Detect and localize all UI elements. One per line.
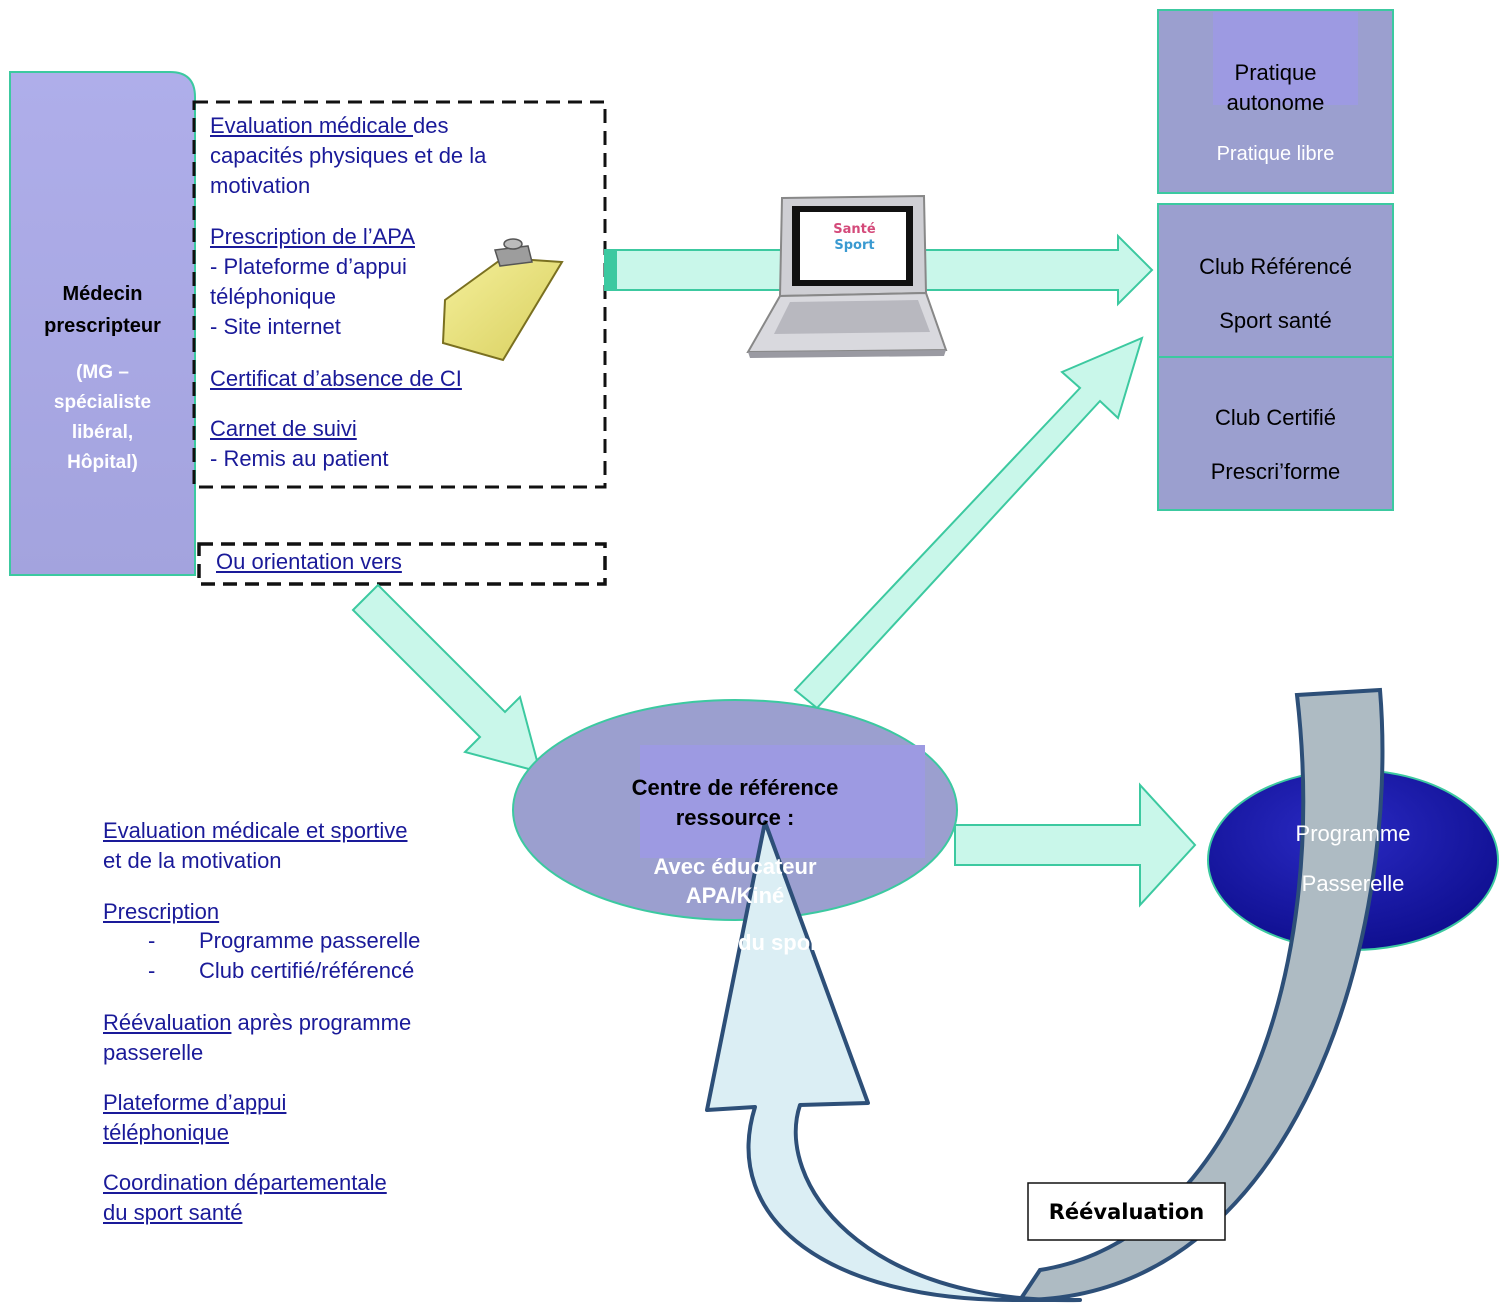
left-plateforme-line2: téléphonique (103, 1120, 230, 1145)
centre-line3: Avec éducateur (653, 854, 817, 879)
presc-eval-rest: des (413, 113, 449, 138)
arrow-centre-to-club (793, 336, 1144, 710)
reevaluation-label-box (1027, 1182, 1226, 1241)
left-reeval-underlined: Réévaluation (103, 1010, 232, 1035)
left-coord: Coordination départementale du sport san… (103, 1168, 387, 1228)
laptop-icon (746, 194, 948, 358)
doctor-sub-line3: libéral, (71, 422, 134, 443)
left-bullet1: Programme passerelle (199, 928, 421, 953)
doctor-sub-line4: Hôpital) (67, 452, 138, 473)
presc-eval-underlined: Evaluation médicale (210, 113, 414, 138)
doctor-sub-line2: spécialiste (53, 392, 152, 413)
presc-carnet-title: Carnet de suivi (210, 416, 357, 441)
centre-line4: APA/Kiné (685, 883, 785, 908)
pratique-line2: autonome (1226, 90, 1325, 115)
orientation-dashed-box (197, 542, 607, 586)
club-cert-box (1157, 356, 1394, 511)
prescription-dashed-box (192, 100, 607, 489)
club-cert-text: Club Certifié Prescri’forme (1158, 403, 1393, 487)
left-eval-line2: et de la motivation (103, 848, 282, 873)
left-bullet2: Club certifié/référencé (199, 958, 415, 983)
presc-apa-item2: - Site internet (210, 314, 341, 339)
laptop-logo-line2: Sport (834, 238, 875, 253)
centre-title: Centre de référence ressource : (590, 773, 880, 833)
presc-certificate: Certificat d’absence de CI (210, 366, 462, 391)
presc-carnet: Carnet de suivi - Remis au patient (210, 414, 389, 474)
left-coord-line2: du sport santé (103, 1200, 243, 1225)
left-reeval-rest: après programme (231, 1010, 412, 1035)
pratique-highlight (1213, 12, 1358, 105)
left-reeval: Réévaluation après programme passerelle (103, 1008, 411, 1068)
pratique-line1: Pratique (1234, 60, 1317, 85)
centre-line5: Médecin du sport (643, 930, 827, 955)
bullet-marker-1: - (148, 928, 156, 953)
centre-line1: Centre de référence (631, 775, 839, 800)
doctor-title: Médecin prescripteur (10, 278, 195, 342)
doctor-subtitle: (MG – spécialiste libéral, Hôpital) (10, 358, 195, 478)
presc-apa: Prescription de l’APA - Plateforme d’app… (210, 222, 470, 342)
left-eval: Evaluation médicale et sportive et de la… (103, 816, 408, 876)
doctor-title-line1: Médecin (62, 283, 143, 305)
presc-carnet-item: - Remis au patient (210, 446, 389, 471)
left-eval-line1: Evaluation médicale et sportive (103, 818, 408, 843)
club-cert-line1: Club Certifié (1214, 405, 1337, 430)
pratique-sub: Pratique libre (1216, 143, 1335, 165)
presc-eval-line2: capacités physiques et de la (210, 143, 487, 168)
presc-eval: Evaluation médicale des capacités physiq… (210, 111, 590, 201)
left-reeval-line2: passerelle (103, 1040, 204, 1065)
presc-apa-title: Prescription de l’APA (210, 224, 416, 249)
doctor-title-line2: prescripteur (44, 315, 161, 337)
programme-text: Programme Passerelle (1208, 819, 1498, 899)
centre-sub: Avec éducateur APA/Kiné Médecin du sport (590, 852, 880, 957)
arrow-to-centre (351, 583, 542, 774)
left-coord-line1: Coordination départementale (103, 1170, 387, 1195)
arrow-base-mark (605, 250, 617, 290)
arrow-centre-to-programme (954, 782, 1197, 908)
left-plateforme-line1: Plateforme d’appui (103, 1090, 287, 1115)
programme-line2: Passerelle (1301, 871, 1405, 896)
left-plateforme: Plateforme d’appui téléphonique (103, 1088, 286, 1148)
reevaluation-curve-left (705, 820, 1082, 1303)
club-ref-line1: Club Référencé (1199, 254, 1352, 279)
presc-apa-item1-line2: téléphonique (210, 284, 337, 309)
centre-highlight (640, 745, 925, 858)
presc-eval-line3: motivation (210, 173, 311, 198)
club-ref-text: Club Référencé Sport santé (1158, 252, 1393, 336)
doctor-sub-line1: (MG – (76, 362, 129, 383)
club-ref-line2: Sport santé (1219, 308, 1332, 333)
club-cert-line2: Prescri’forme (1210, 459, 1341, 484)
bullet-marker-2: - (148, 958, 156, 983)
left-prescription: Prescription (103, 899, 220, 924)
pratique-title: Pratique autonome (1158, 58, 1393, 118)
club-ref-box (1157, 203, 1394, 358)
left-bullets: - Programme passerelle - Club certifié/r… (148, 926, 420, 986)
laptop-logo: Santé Sport (812, 222, 897, 254)
laptop-logo-line1: Santé (833, 222, 876, 237)
clipboard-icon (441, 238, 564, 362)
orientation-label: Ou orientation vers (216, 549, 402, 574)
presc-apa-item1-line1: - Plateforme d’appui (210, 254, 407, 279)
programme-line1: Programme (1295, 821, 1411, 846)
centre-line2: ressource : (675, 805, 795, 830)
reevaluation-label: Réévaluation (1048, 1200, 1205, 1224)
